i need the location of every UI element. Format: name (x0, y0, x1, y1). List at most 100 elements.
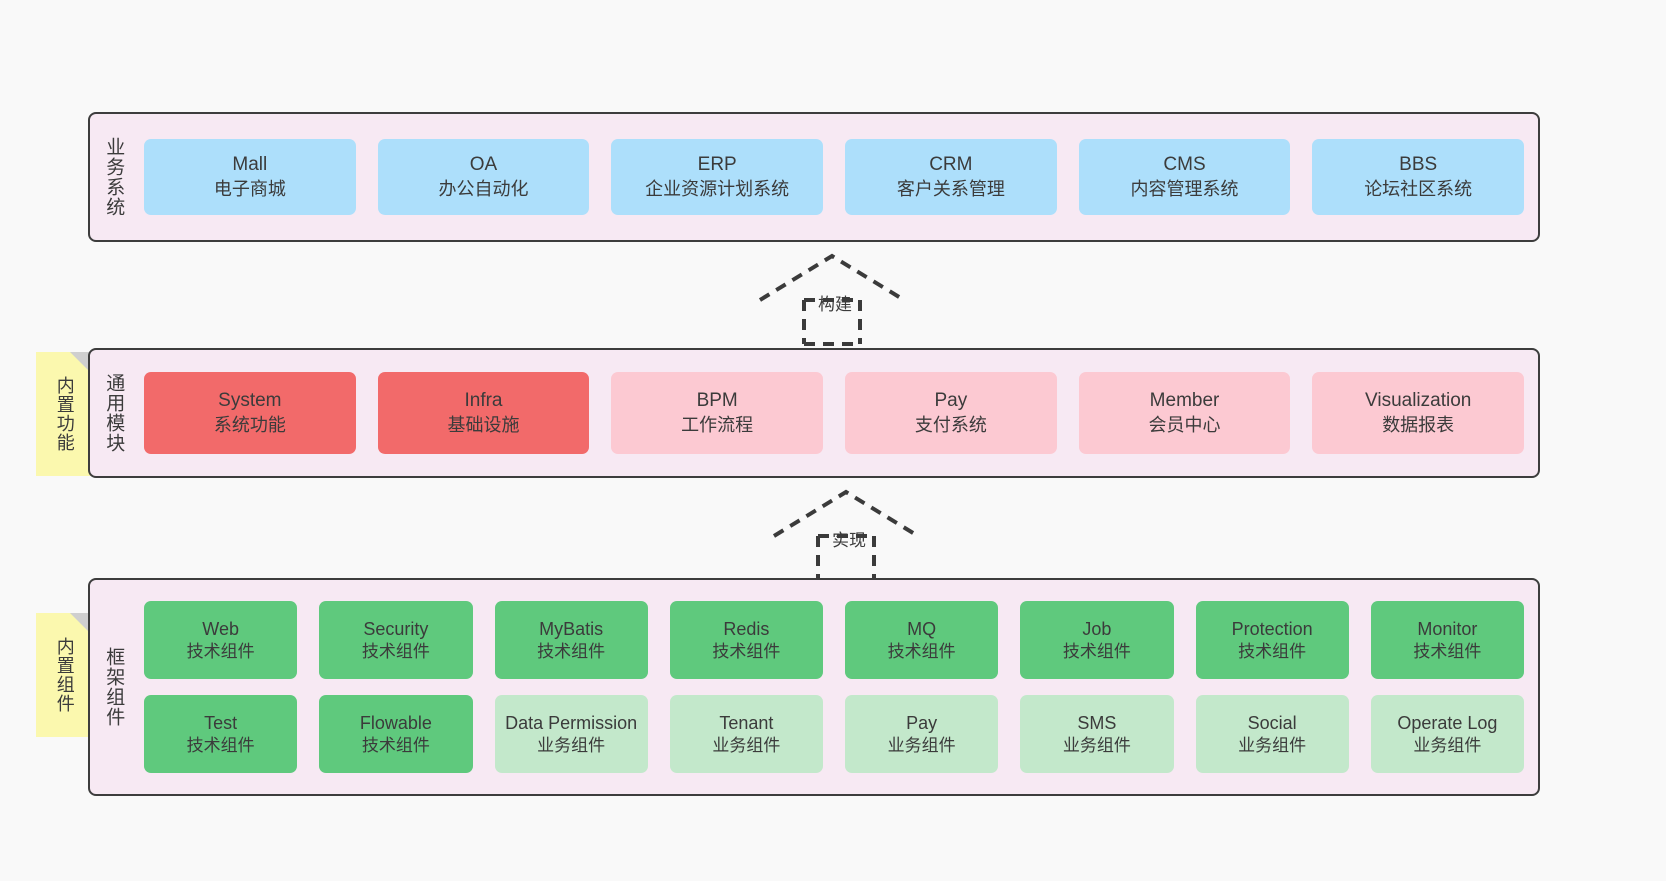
card-subtitle: 技术组件 (1062, 641, 1131, 661)
card-title: Web (202, 618, 239, 639)
card-title: ERP (697, 154, 737, 176)
card-sms[interactable]: SMS 业务组件 (1020, 695, 1174, 773)
layer-framework-components: 框架组件 Web 技术组件 Security 技术组件 MyBatis 技术组件… (88, 578, 1540, 796)
card-title: Pay (934, 390, 968, 412)
card-pay-module[interactable]: Pay 支付系统 (845, 372, 1057, 454)
card-subtitle: 技术组件 (361, 735, 430, 755)
card-subtitle: 系统功能 (213, 414, 286, 435)
note-label: 内置功能 (54, 376, 75, 452)
card-subtitle: 电子商城 (213, 178, 286, 199)
card-subtitle: 业务组件 (1413, 735, 1482, 755)
note-builtin-functions: 内置功能 (36, 352, 92, 476)
card-title: Social (1247, 712, 1297, 733)
card-tenant[interactable]: Tenant 业务组件 (669, 695, 823, 773)
card-social[interactable]: Social 业务组件 (1195, 695, 1349, 773)
card-title: Tenant (719, 712, 774, 733)
card-mq[interactable]: MQ 技术组件 (845, 601, 999, 679)
card-subtitle: 会员中心 (1148, 414, 1221, 435)
card-subtitle: 技术组件 (186, 641, 255, 661)
arrowhead-open-triangle (772, 489, 920, 538)
card-row: Web 技术组件 Security 技术组件 MyBatis 技术组件 Redi… (144, 601, 1524, 679)
layer-general-modules: 通用模块 System 系统功能 Infra 基础设施 BPM 工作流程 Pay… (88, 348, 1540, 478)
card-title: MQ (907, 618, 937, 639)
card-row: System 系统功能 Infra 基础设施 BPM 工作流程 Pay 支付系统… (144, 372, 1525, 454)
card-row: Mall 电子商城 OA 办公自动化 ERP 企业资源计划系统 CRM 客户关系… (144, 139, 1525, 215)
card-subtitle: 技术组件 (361, 641, 430, 661)
card-subtitle: 客户关系管理 (896, 178, 1005, 199)
card-subtitle: 技术组件 (537, 641, 606, 661)
card-mall[interactable]: Mall 电子商城 (144, 139, 356, 215)
card-web[interactable]: Web 技术组件 (144, 601, 298, 679)
card-title: Operate Log (1397, 712, 1498, 733)
card-bbs[interactable]: BBS 论坛社区系统 (1312, 139, 1525, 215)
layer-cards-framework-components: Web 技术组件 Security 技术组件 MyBatis 技术组件 Redi… (136, 580, 1538, 794)
card-title: System (218, 390, 282, 412)
card-crm[interactable]: CRM 客户关系管理 (845, 139, 1057, 215)
card-row: Test 技术组件 Flowable 技术组件 Data Permission … (144, 695, 1524, 773)
card-title: CMS (1163, 154, 1206, 176)
card-cms[interactable]: CMS 内容管理系统 (1078, 139, 1291, 215)
card-title: CRM (929, 154, 973, 176)
card-title: Monitor (1417, 618, 1478, 639)
card-title: Security (363, 618, 429, 639)
card-subtitle: 内容管理系统 (1130, 178, 1239, 199)
arrow-implement: 实现 (766, 488, 926, 584)
card-title: Job (1082, 618, 1112, 639)
arrowhead-open-triangle (758, 253, 906, 302)
layer-title-framework-components: 框架组件 (103, 647, 125, 727)
card-monitor[interactable]: Monitor 技术组件 (1370, 601, 1524, 679)
card-system[interactable]: System 系统功能 (144, 372, 356, 454)
card-mybatis[interactable]: MyBatis 技术组件 (494, 601, 648, 679)
card-security[interactable]: Security 技术组件 (319, 601, 473, 679)
card-subtitle: 企业资源计划系统 (645, 178, 790, 199)
card-flowable[interactable]: Flowable 技术组件 (319, 695, 473, 773)
card-subtitle: 办公自动化 (438, 178, 529, 199)
layer-cards-business-systems: Mall 电子商城 OA 办公自动化 ERP 企业资源计划系统 CRM 客户关系… (136, 114, 1538, 240)
card-subtitle: 论坛社区系统 (1364, 178, 1473, 199)
card-protection[interactable]: Protection 技术组件 (1195, 601, 1349, 679)
card-subtitle: 技术组件 (712, 641, 781, 661)
card-title: Data Permission (505, 712, 638, 733)
card-subtitle: 基础设施 (447, 414, 520, 435)
card-title: Mall (232, 154, 268, 176)
card-subtitle: 工作流程 (681, 414, 754, 435)
card-title: Pay (906, 712, 938, 733)
card-title: Test (204, 712, 238, 733)
card-subtitle: 业务组件 (537, 735, 606, 755)
card-test[interactable]: Test 技术组件 (144, 695, 298, 773)
card-subtitle: 技术组件 (186, 735, 255, 755)
card-job[interactable]: Job 技术组件 (1020, 601, 1174, 679)
card-title: Redis (723, 618, 770, 639)
card-title: Protection (1231, 618, 1313, 639)
card-subtitle: 技术组件 (1238, 641, 1307, 661)
card-data-permission[interactable]: Data Permission 业务组件 (494, 695, 648, 773)
card-title: Infra (464, 390, 503, 412)
card-subtitle: 业务组件 (1062, 735, 1131, 755)
card-subtitle: 技术组件 (887, 641, 956, 661)
card-subtitle: 业务组件 (1238, 735, 1307, 755)
card-title: BBS (1399, 154, 1438, 176)
card-erp[interactable]: ERP 企业资源计划系统 (611, 139, 824, 215)
card-pay-component[interactable]: Pay 业务组件 (845, 695, 999, 773)
card-visualization[interactable]: Visualization 数据报表 (1312, 372, 1525, 454)
arrow-build-label: 构建 (818, 295, 852, 314)
card-operate-log[interactable]: Operate Log 业务组件 (1370, 695, 1524, 773)
card-subtitle: 支付系统 (914, 414, 987, 435)
note-builtin-components: 内置组件 (36, 613, 92, 737)
note-label: 内置组件 (54, 637, 75, 713)
card-bpm[interactable]: BPM 工作流程 (611, 372, 824, 454)
card-subtitle: 业务组件 (887, 735, 956, 755)
card-subtitle: 数据报表 (1382, 414, 1455, 435)
card-subtitle: 技术组件 (1413, 641, 1482, 661)
arrow-build: 构建 (752, 252, 912, 348)
card-title: Flowable (359, 712, 432, 733)
card-subtitle: 业务组件 (712, 735, 781, 755)
card-title: OA (469, 154, 498, 176)
card-redis[interactable]: Redis 技术组件 (669, 601, 823, 679)
card-title: MyBatis (539, 618, 604, 639)
card-member[interactable]: Member 会员中心 (1078, 372, 1291, 454)
card-infra[interactable]: Infra 基础设施 (377, 372, 590, 454)
layer-title-general-modules: 通用模块 (103, 373, 125, 453)
card-oa[interactable]: OA 办公自动化 (377, 139, 590, 215)
